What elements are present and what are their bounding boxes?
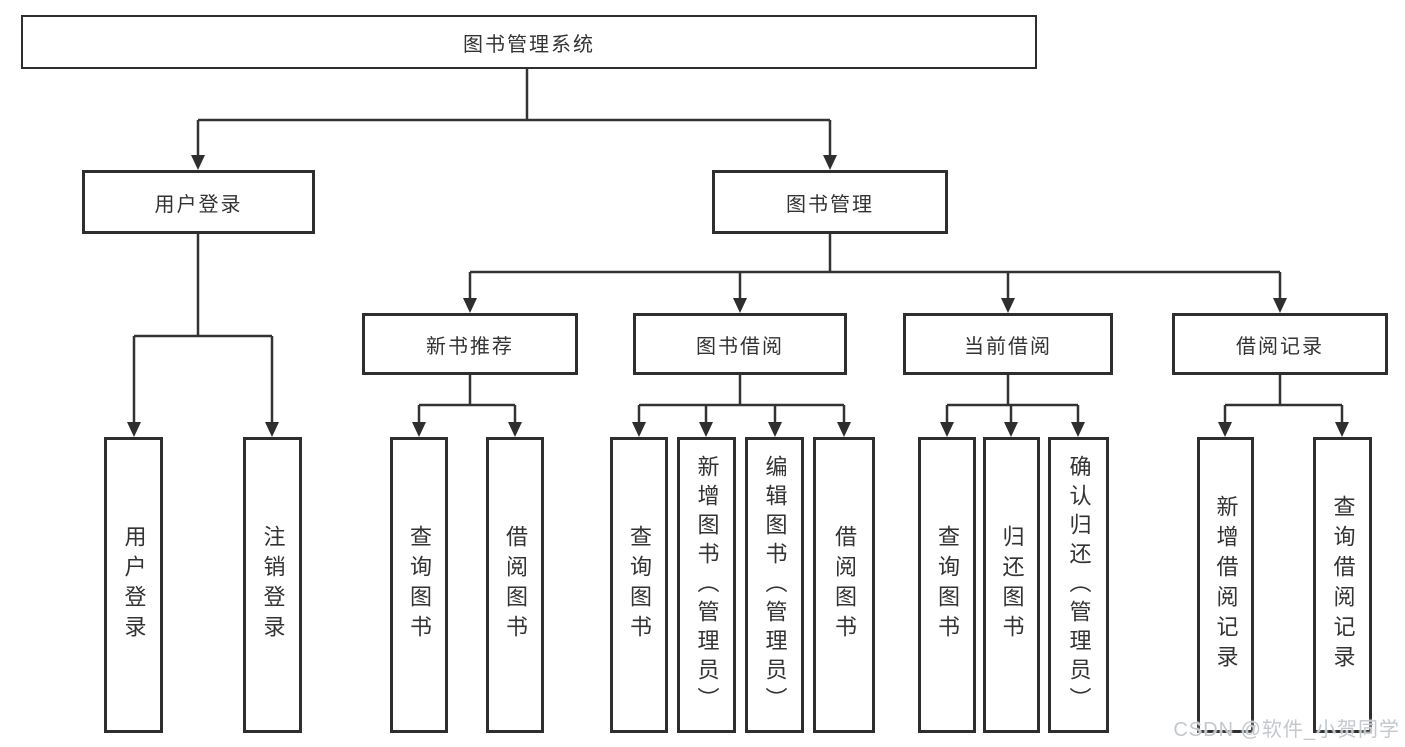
leaf-borrow-books: 借阅图书 [813,437,875,733]
leaf-query-books-recommend: 查询图书 [390,437,448,733]
leaf-query-books-borrow: 查询图书 [610,437,668,733]
leaf-return-book: 归还图书 [983,437,1040,733]
node-library-system: 图书管理系统 [21,15,1037,69]
leaf-edit-book-admin: 编辑图书（管理员） [745,437,804,733]
node-user-login: 用户登录 [82,170,315,234]
node-book-management: 图书管理 [712,170,948,234]
leaf-query-books-current: 查询图书 [918,437,976,733]
leaf-borrow-books-recommend: 借阅图书 [486,437,544,733]
leaf-confirm-return-admin: 确认归还（管理员） [1048,437,1109,733]
node-borrow-records: 借阅记录 [1172,313,1388,375]
leaf-add-book-admin: 新增图书（管理员） [677,437,736,733]
csdn-watermark: CSDN @软件_小贺同学 [1173,719,1400,741]
leaf-add-borrow-record: 新增借阅记录 [1197,437,1254,733]
leaf-logout: 注销登录 [243,437,302,733]
leaf-query-borrow-record: 查询借阅记录 [1313,437,1372,733]
node-current-borrow: 当前借阅 [903,313,1113,375]
node-book-borrow: 图书借阅 [633,313,847,375]
leaf-user-login: 用户登录 [104,437,163,733]
node-new-book-recommend: 新书推荐 [362,313,578,375]
